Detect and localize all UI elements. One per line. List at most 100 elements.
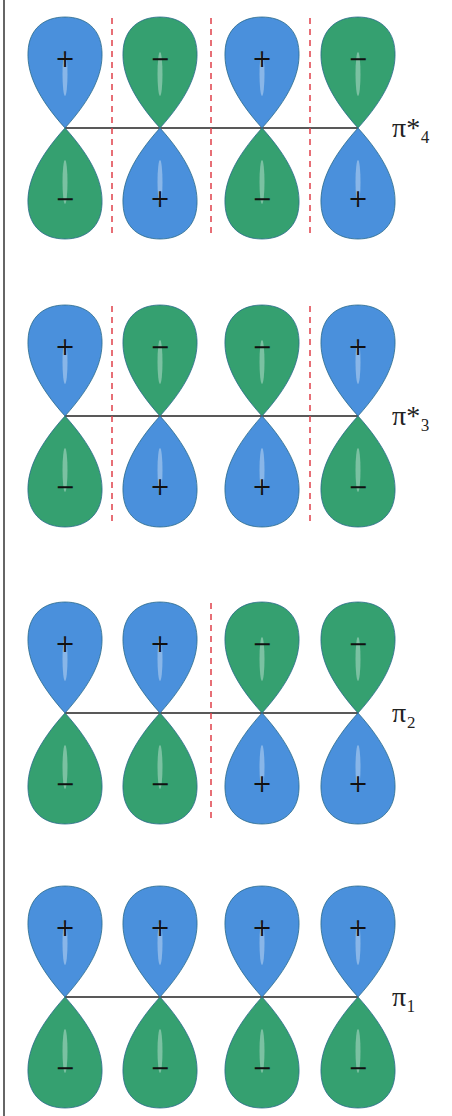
p-orbital-lobe: + bbox=[223, 16, 301, 128]
phase-sign: − bbox=[223, 186, 301, 212]
phase-sign: + bbox=[319, 334, 397, 360]
lobe-shape bbox=[121, 128, 199, 240]
lobe-shape bbox=[319, 601, 397, 713]
lobe-shape bbox=[26, 997, 104, 1109]
lobe-shape bbox=[223, 304, 301, 416]
phase-sign: + bbox=[26, 915, 104, 941]
phase-sign: − bbox=[319, 46, 397, 72]
p-orbital-lobe: + bbox=[121, 416, 199, 528]
p-orbital-lobe: − bbox=[319, 601, 397, 713]
p-orbital-lobe: + bbox=[121, 128, 199, 240]
phase-sign: − bbox=[26, 186, 104, 212]
p-orbital-lobe: − bbox=[121, 713, 199, 825]
p-orbital-lobe: + bbox=[121, 885, 199, 997]
p-orbital-lobe: − bbox=[26, 128, 104, 240]
lobe-shape bbox=[121, 304, 199, 416]
phase-sign: + bbox=[223, 46, 301, 72]
p-orbital-lobe: + bbox=[26, 885, 104, 997]
p-orbital-lobe: − bbox=[26, 713, 104, 825]
p-orbital-lobe: − bbox=[26, 416, 104, 528]
lobe-shape bbox=[121, 416, 199, 528]
lobe-shape bbox=[121, 885, 199, 997]
orbital-label: π*₃ bbox=[392, 401, 430, 431]
phase-sign: + bbox=[121, 186, 199, 212]
p-orbital-lobe: − bbox=[319, 16, 397, 128]
p-orbital-lobe: − bbox=[319, 997, 397, 1109]
lobe-shape bbox=[121, 601, 199, 713]
orbital-label: π₁ bbox=[392, 982, 416, 1012]
phase-sign: − bbox=[319, 631, 397, 657]
p-orbital-lobe: − bbox=[223, 601, 301, 713]
p-orbital-lobe: − bbox=[223, 128, 301, 240]
p-orbital-lobe: − bbox=[121, 16, 199, 128]
lobe-shape bbox=[319, 885, 397, 997]
lobe-shape bbox=[26, 713, 104, 825]
phase-sign: − bbox=[223, 1055, 301, 1081]
p-orbital-lobe: − bbox=[121, 304, 199, 416]
phase-sign: + bbox=[319, 771, 397, 797]
p-orbital-lobe: − bbox=[319, 416, 397, 528]
lobe-shape bbox=[26, 601, 104, 713]
phase-sign: − bbox=[26, 474, 104, 500]
phase-sign: + bbox=[121, 915, 199, 941]
phase-sign: + bbox=[319, 186, 397, 212]
phase-sign: − bbox=[319, 1055, 397, 1081]
lobe-shape bbox=[319, 416, 397, 528]
lobe-shape bbox=[223, 416, 301, 528]
p-orbital-lobe: + bbox=[26, 601, 104, 713]
lobe-shape bbox=[223, 16, 301, 128]
phase-sign: + bbox=[26, 46, 104, 72]
lobe-shape bbox=[121, 16, 199, 128]
phase-sign: + bbox=[26, 334, 104, 360]
lobe-shape bbox=[26, 128, 104, 240]
p-orbital-lobe: − bbox=[223, 304, 301, 416]
lobe-shape bbox=[121, 997, 199, 1109]
phase-sign: + bbox=[223, 915, 301, 941]
lobe-shape bbox=[319, 16, 397, 128]
p-orbital-lobe: + bbox=[121, 601, 199, 713]
lobe-shape bbox=[26, 16, 104, 128]
p-orbital-lobe: + bbox=[26, 304, 104, 416]
phase-sign: + bbox=[121, 474, 199, 500]
p-orbital-lobe: + bbox=[319, 304, 397, 416]
p-orbital-lobe: + bbox=[223, 416, 301, 528]
lobe-shape bbox=[26, 885, 104, 997]
phase-sign: − bbox=[121, 1055, 199, 1081]
lobe-shape bbox=[223, 997, 301, 1109]
phase-sign: + bbox=[223, 771, 301, 797]
phase-sign: − bbox=[26, 771, 104, 797]
p-orbital-lobe: + bbox=[319, 885, 397, 997]
orbital-label: π*₄ bbox=[392, 113, 430, 143]
lobe-shape bbox=[121, 713, 199, 825]
p-orbital-lobe: + bbox=[223, 885, 301, 997]
phase-sign: − bbox=[121, 46, 199, 72]
lobe-shape bbox=[26, 416, 104, 528]
phase-sign: + bbox=[121, 631, 199, 657]
p-orbital-lobe: + bbox=[26, 16, 104, 128]
p-orbital-lobe: + bbox=[223, 713, 301, 825]
phase-sign: − bbox=[121, 771, 199, 797]
lobe-shape bbox=[223, 128, 301, 240]
lobe-shape bbox=[319, 128, 397, 240]
lobe-shape bbox=[319, 304, 397, 416]
nodal-planes bbox=[112, 18, 310, 823]
p-orbital-lobe: + bbox=[319, 713, 397, 825]
phase-sign: − bbox=[121, 334, 199, 360]
lobe-shape bbox=[319, 713, 397, 825]
p-orbital-lobe: − bbox=[223, 997, 301, 1109]
phase-sign: − bbox=[319, 474, 397, 500]
phase-sign: + bbox=[223, 474, 301, 500]
lobe-shape bbox=[223, 713, 301, 825]
frame-line bbox=[3, 0, 5, 1116]
phase-sign: − bbox=[223, 631, 301, 657]
phase-sign: + bbox=[319, 915, 397, 941]
p-orbital-lobe: − bbox=[121, 997, 199, 1109]
lobe-shape bbox=[223, 885, 301, 997]
phase-sign: − bbox=[223, 334, 301, 360]
lobe-shape bbox=[26, 304, 104, 416]
lobe-shape bbox=[223, 601, 301, 713]
phase-sign: + bbox=[26, 631, 104, 657]
p-orbital-lobe: − bbox=[26, 997, 104, 1109]
orbital-label: π₂ bbox=[392, 698, 416, 728]
